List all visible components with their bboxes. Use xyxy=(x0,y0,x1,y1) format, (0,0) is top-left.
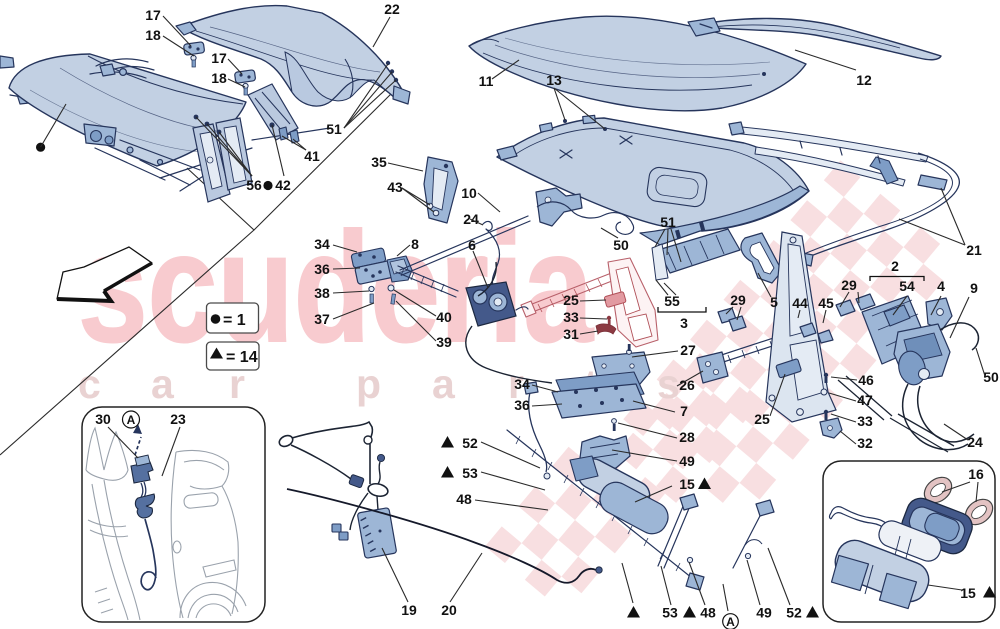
svg-text:50: 50 xyxy=(983,369,999,385)
svg-text:29: 29 xyxy=(841,277,857,293)
svg-text:21: 21 xyxy=(966,242,982,258)
svg-text:5: 5 xyxy=(770,294,778,310)
svg-text:A: A xyxy=(726,615,735,629)
svg-text:53: 53 xyxy=(462,465,478,481)
svg-text:38: 38 xyxy=(314,285,330,301)
svg-text:a: a xyxy=(432,361,456,407)
svg-text:15: 15 xyxy=(960,585,976,601)
svg-text:27: 27 xyxy=(680,342,696,358)
svg-text:47: 47 xyxy=(857,392,873,408)
svg-text:39: 39 xyxy=(436,334,452,350)
svg-text:45: 45 xyxy=(818,295,834,311)
svg-text:33: 33 xyxy=(857,413,873,429)
svg-text:44: 44 xyxy=(792,295,808,311)
svg-text:49: 49 xyxy=(679,453,695,469)
svg-text:48: 48 xyxy=(700,605,716,621)
svg-text:p: p xyxy=(356,361,381,407)
svg-text:24: 24 xyxy=(967,434,983,450)
svg-text:34: 34 xyxy=(314,236,330,252)
svg-text:31: 31 xyxy=(563,326,579,342)
svg-text:10: 10 xyxy=(461,185,477,201)
svg-text:43: 43 xyxy=(387,179,403,195)
svg-text:52: 52 xyxy=(786,605,802,621)
svg-text:52: 52 xyxy=(462,435,478,451)
svg-text:a: a xyxy=(151,361,175,407)
svg-text:28: 28 xyxy=(679,429,695,445)
svg-text:56: 56 xyxy=(246,177,262,193)
svg-text:26: 26 xyxy=(679,377,695,393)
svg-text:54: 54 xyxy=(899,278,915,294)
svg-text:16: 16 xyxy=(968,466,984,482)
svg-text:s: s xyxy=(657,361,680,407)
svg-text:36: 36 xyxy=(514,397,530,413)
svg-text:= 14: = 14 xyxy=(226,349,258,366)
svg-text:51: 51 xyxy=(660,214,676,230)
svg-text:20: 20 xyxy=(441,602,457,618)
svg-text:48: 48 xyxy=(456,491,472,507)
svg-text:17: 17 xyxy=(145,7,161,23)
svg-text:50: 50 xyxy=(613,237,629,253)
svg-text:41: 41 xyxy=(304,148,320,164)
svg-text:29: 29 xyxy=(730,292,746,308)
svg-text:r: r xyxy=(508,361,524,407)
svg-text:19: 19 xyxy=(401,602,417,618)
svg-text:25: 25 xyxy=(754,411,770,427)
svg-text:3: 3 xyxy=(680,315,688,331)
svg-text:9: 9 xyxy=(970,280,978,296)
svg-text:7: 7 xyxy=(680,403,688,419)
svg-text:55: 55 xyxy=(664,293,680,309)
svg-text:40: 40 xyxy=(436,309,452,325)
svg-text:53: 53 xyxy=(662,605,678,621)
svg-text:A: A xyxy=(127,413,136,427)
svg-text:r: r xyxy=(229,361,245,407)
svg-text:12: 12 xyxy=(856,72,872,88)
svg-text:37: 37 xyxy=(314,311,330,327)
svg-text:11: 11 xyxy=(479,73,494,89)
svg-text:15: 15 xyxy=(679,476,695,492)
svg-text:36: 36 xyxy=(314,261,330,277)
svg-text:51: 51 xyxy=(326,121,342,137)
svg-text:4: 4 xyxy=(937,278,945,294)
svg-text:18: 18 xyxy=(145,27,161,43)
svg-text:22: 22 xyxy=(384,1,400,17)
svg-text:8: 8 xyxy=(411,236,419,252)
svg-text:c: c xyxy=(78,361,101,407)
svg-text:33: 33 xyxy=(563,309,579,325)
svg-text:25: 25 xyxy=(563,292,579,308)
svg-text:49: 49 xyxy=(756,605,772,621)
svg-text:34: 34 xyxy=(514,376,530,392)
svg-text:18: 18 xyxy=(211,70,227,86)
svg-text:23: 23 xyxy=(170,411,186,427)
svg-text:= 1: = 1 xyxy=(223,312,246,329)
svg-text:42: 42 xyxy=(275,177,291,193)
svg-text:2: 2 xyxy=(891,258,899,274)
svg-text:6: 6 xyxy=(468,237,476,253)
svg-text:30: 30 xyxy=(95,411,111,427)
svg-text:17: 17 xyxy=(211,50,227,66)
svg-text:32: 32 xyxy=(857,435,873,451)
svg-text:46: 46 xyxy=(858,372,874,388)
svg-text:13: 13 xyxy=(546,72,562,88)
svg-text:35: 35 xyxy=(371,154,387,170)
